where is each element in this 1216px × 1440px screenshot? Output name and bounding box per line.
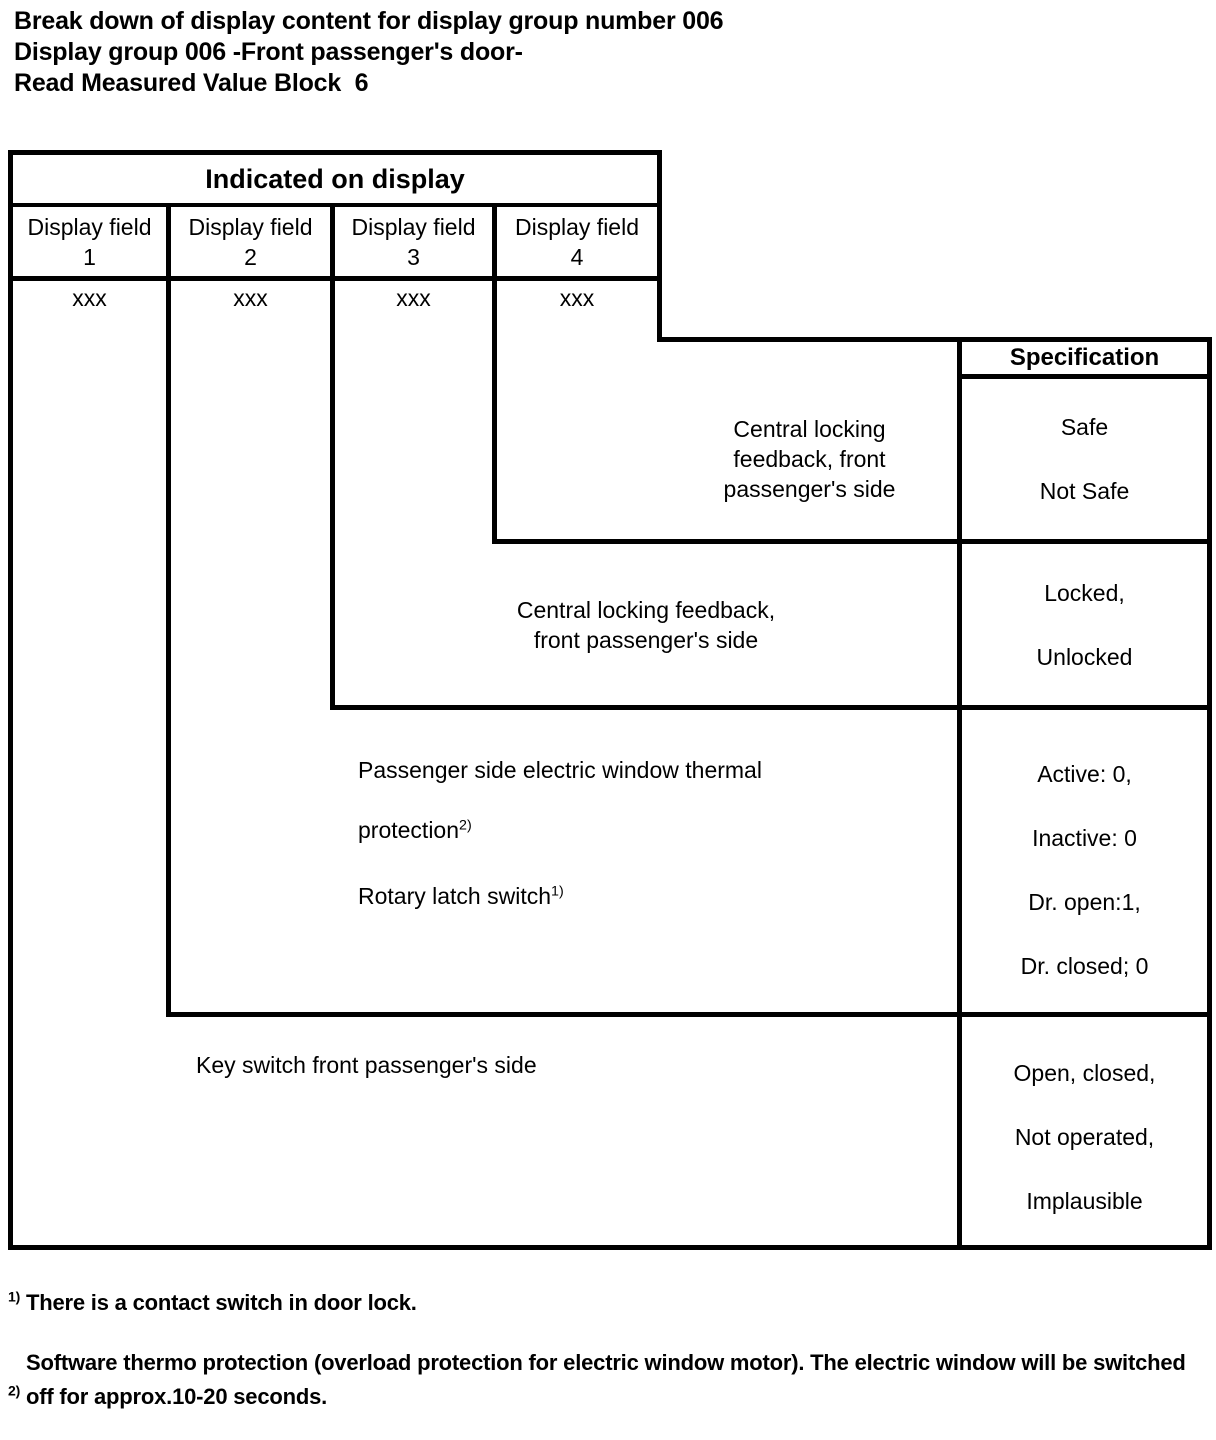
heading-line-3: Read Measured Value Block 6	[14, 69, 369, 97]
row-4-spec-line-2: Not operated,	[1014, 1124, 1155, 1150]
row-1-specification: Safe Not Safe	[962, 379, 1207, 539]
display-field-number-4: 4	[570, 243, 584, 270]
display-field-header-3: Display field 3	[335, 207, 492, 276]
group-header-label: Indicated on display	[205, 164, 465, 194]
footnote-2-text: Software thermo protection (overload pro…	[25, 1350, 1186, 1409]
row-3-bottom-border	[166, 1012, 1212, 1017]
row-3-description-line-1: Passenger side electric window thermal	[358, 757, 762, 783]
display-field-value-4: xxx	[497, 283, 657, 323]
row-3-footnote-marker-2: 2)	[459, 817, 472, 834]
row-2-description: Central locking feedback, front passenge…	[335, 544, 957, 705]
row-1-description-line-3: passenger's side	[723, 476, 896, 502]
row-3-spec-line-1: Active: 0,	[1037, 761, 1132, 787]
row-4-specification: Open, closed, Not operated, Implausible	[962, 1032, 1207, 1242]
row-3-description-line-3: Rotary latch switch	[358, 883, 552, 909]
row-2-spec-line-1: Locked,	[1044, 579, 1125, 606]
heading-line-1: Break down of display content for displa…	[14, 7, 724, 35]
row-1-description: Central locking feedback, front passenge…	[662, 379, 957, 539]
row-3-specification: Active: 0, Inactive: 0 Dr. open:1, Dr. c…	[962, 730, 1207, 1010]
row-1-description-line-2: feedback, front	[733, 446, 886, 472]
table-bottom-border	[8, 1245, 1212, 1250]
column-divider-1	[166, 207, 171, 1015]
display-field-number-3: 3	[407, 243, 420, 270]
column-divider-3	[492, 207, 497, 542]
row-1-description-line-1: Central locking	[733, 416, 886, 442]
display-field-value-label-1: xxx	[72, 285, 107, 311]
display-field-label-1: Display field	[27, 213, 152, 240]
display-field-label-2: Display field	[188, 213, 313, 240]
display-field-header-1: Display field 1	[13, 207, 166, 276]
group-header-cell: Indicated on display	[13, 155, 657, 203]
row-1-spec-line-1: Safe	[1060, 414, 1109, 440]
footnote-1-text: There is a contact switch in door lock.	[25, 1290, 417, 1315]
table-top-border	[8, 150, 660, 155]
row-2-description-line-2: front passenger's side	[533, 626, 759, 653]
row-4-spec-line-3: Implausible	[1026, 1188, 1143, 1214]
display-field-value-label-4: xxx	[559, 285, 595, 311]
row-3-description-line-2: protection	[358, 817, 460, 843]
spec-header-bottom-border	[957, 374, 1212, 379]
footnote-1-marker: 1)	[8, 1288, 21, 1305]
specification-header-cell: Specification	[962, 342, 1207, 374]
display-field-label-4: Display field	[515, 213, 639, 240]
table-right-border	[1207, 337, 1212, 1250]
display-field-header-4: Display field 4	[497, 207, 657, 276]
row-3-spec-line-2: Inactive: 0	[1032, 825, 1137, 851]
display-block-right-border	[657, 150, 662, 340]
row-3-spec-line-4: Dr. closed; 0	[1020, 953, 1149, 979]
specification-header-label: Specification	[1009, 344, 1160, 371]
row-2-spec-line-2: Unlocked	[1036, 643, 1133, 670]
display-field-value-1: xxx	[13, 283, 166, 323]
measured-value-block-table: Indicated on display Display field 1 Disp…	[8, 150, 1212, 1250]
row-4-spec-line-1: Open, closed,	[1013, 1060, 1156, 1086]
row-3-footnote-marker-1: 1)	[551, 883, 564, 900]
display-field-label-3: Display field	[351, 213, 476, 240]
row-2-description-line-1: Central locking feedback,	[516, 596, 776, 623]
specification-column-divider	[957, 337, 962, 1250]
row-4-description: Key switch front passenger's side	[196, 1050, 957, 1110]
display-field-number-1: 1	[83, 243, 96, 270]
table-left-border	[8, 150, 13, 1250]
row-1-spec-line-2: Not Safe	[1039, 478, 1130, 504]
display-field-number-2: 2	[244, 243, 257, 270]
footnote-1: 1) There is a contact switch in door loc…	[8, 1286, 1208, 1320]
document-headings: Break down of display content for displa…	[14, 6, 1194, 99]
row-2-specification: Locked, Unlocked	[962, 544, 1207, 705]
display-field-header-2: Display field 2	[171, 207, 330, 276]
row-3-description: Passenger side electric window thermal p…	[358, 740, 957, 1005]
display-field-value-2: xxx	[171, 283, 330, 323]
column-divider-2	[330, 207, 335, 708]
row-3-spec-line-3: Dr. open:1,	[1028, 889, 1141, 915]
display-field-value-label-3: xxx	[396, 285, 431, 311]
row-4-description-line-1: Key switch front passenger's side	[196, 1052, 537, 1078]
footnote-2-marker: 2)	[8, 1382, 21, 1399]
display-field-value-3: xxx	[335, 283, 492, 323]
row-1-bottom-border	[492, 539, 1212, 544]
step-rule-1	[657, 337, 1212, 342]
heading-line-2: Display group 006 -Front passenger's doo…	[14, 38, 523, 66]
group-header-bottom-border	[8, 203, 660, 207]
footnotes-section: 1) There is a contact switch in door loc…	[8, 1286, 1208, 1440]
display-field-value-label-2: xxx	[233, 285, 268, 311]
row-2-bottom-border	[330, 705, 1212, 710]
footnote-2: 2) Software thermo protection (overload …	[8, 1346, 1208, 1414]
